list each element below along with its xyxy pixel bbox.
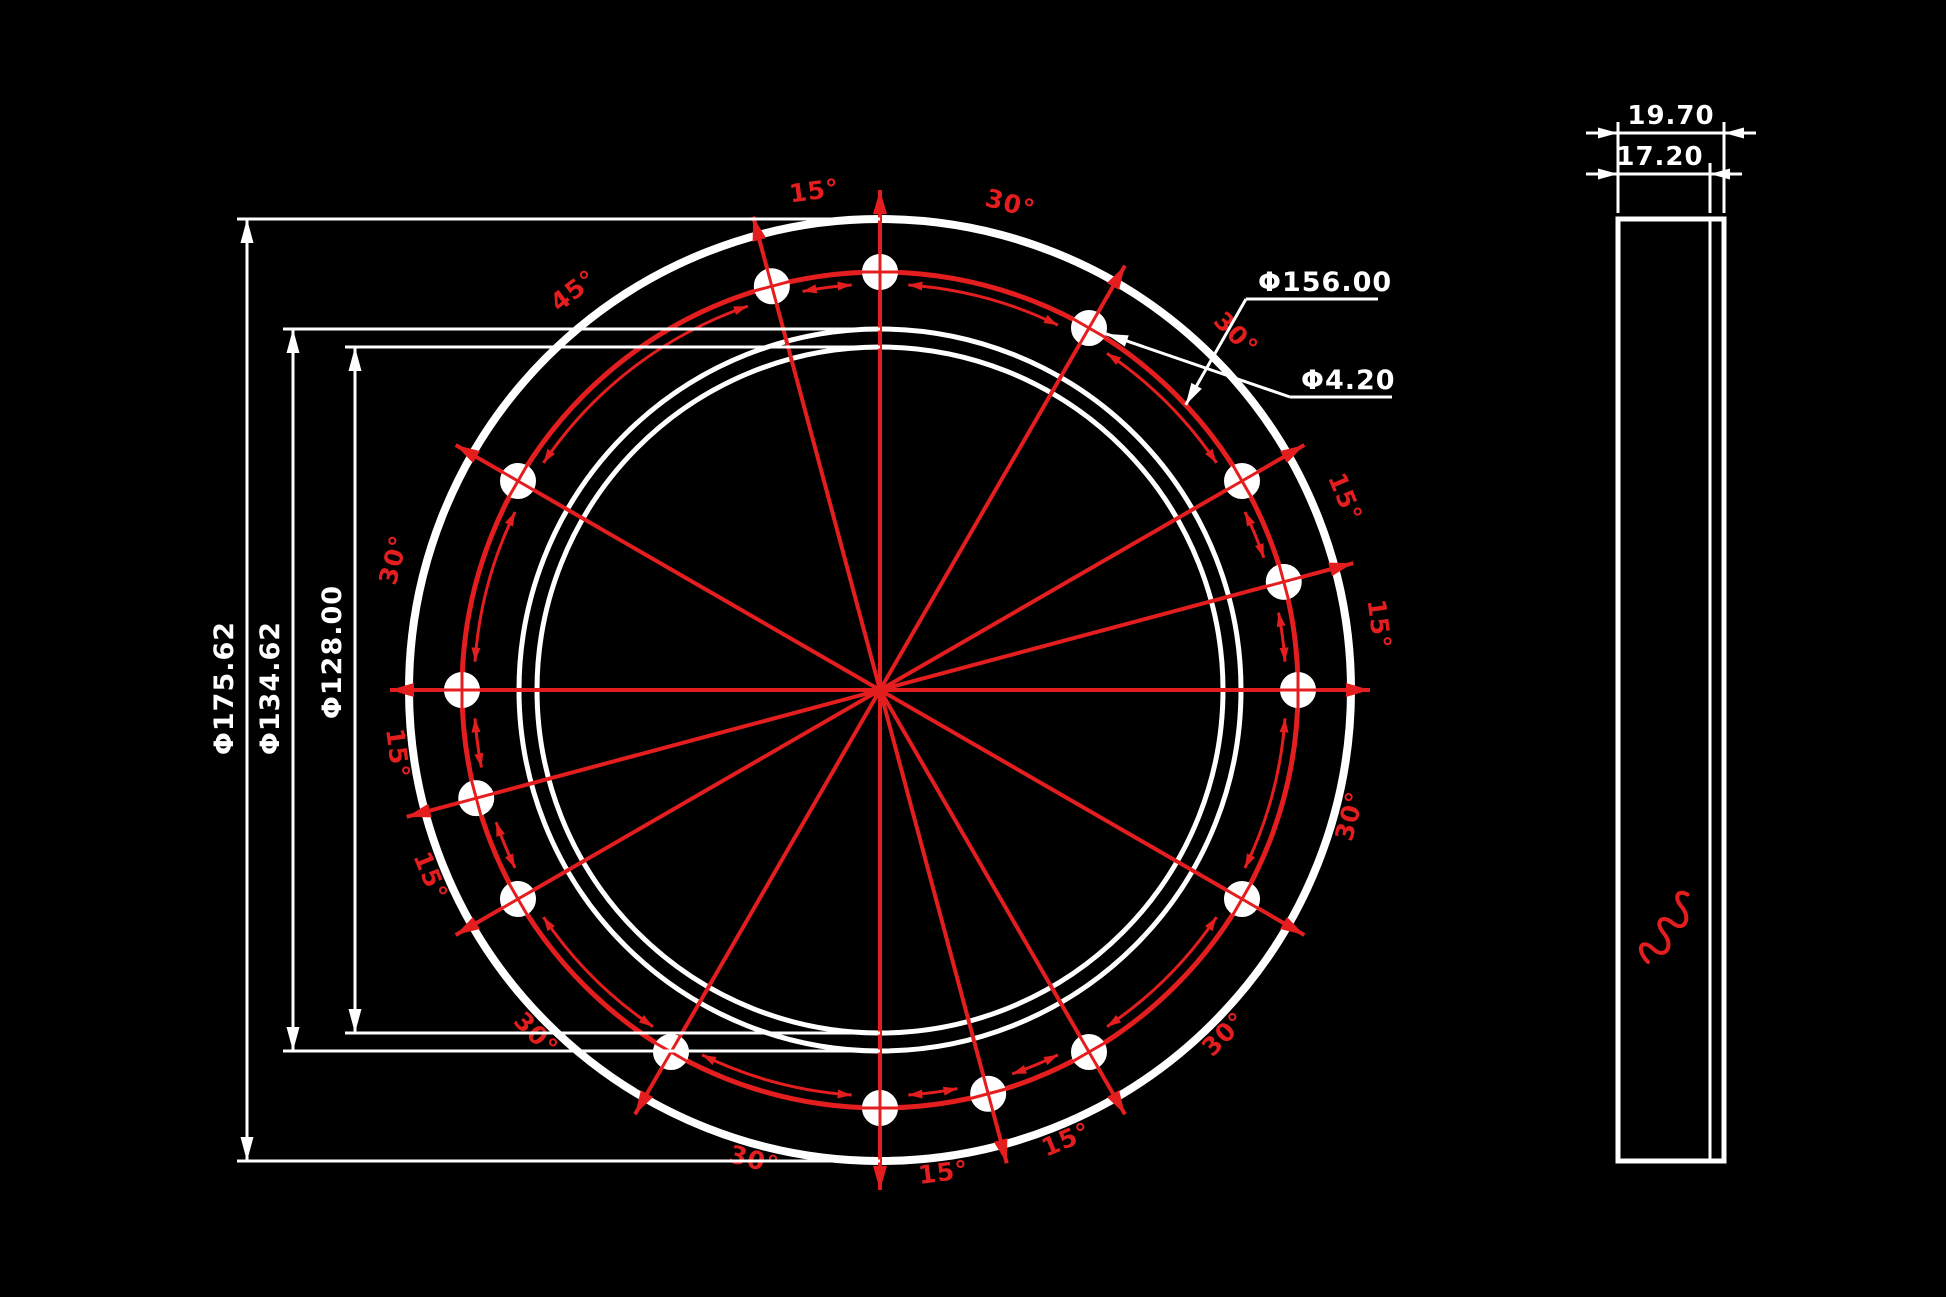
bolt-circle-dim-label: Φ156.00 [1258, 267, 1392, 298]
dim-arrowhead [348, 1009, 362, 1033]
angle-label: 15° [1322, 469, 1368, 527]
side-profile-outline [1615, 216, 1727, 1164]
angle-label: 15° [1037, 1116, 1095, 1162]
angle-arc-arrowhead [1279, 647, 1289, 662]
angle-arc-arrowhead [702, 1054, 717, 1066]
radial-arrowhead [1106, 265, 1125, 290]
hole-crosshair [1064, 312, 1114, 344]
hole-crosshair [502, 874, 534, 924]
diameter-dim-label: Φ128.00 [317, 585, 348, 719]
dim-arrowhead [1710, 168, 1730, 180]
angle-arc-arrowhead [543, 448, 555, 463]
angle-arc-arrowhead [1276, 612, 1286, 628]
leader-arrowhead [1106, 333, 1129, 347]
radial-arrowhead [1280, 445, 1305, 464]
radial-arrowhead [390, 683, 414, 697]
angle-arc-arrowhead [504, 853, 516, 868]
radial-arrowhead [455, 916, 480, 935]
diameter-dim-label: Φ175.62 [209, 621, 240, 755]
radial-arrowhead [635, 1090, 654, 1115]
angle-label: 30° [982, 183, 1038, 224]
angle-arc-arrowhead [1107, 1015, 1122, 1027]
angle-dim-arc [701, 1053, 852, 1097]
dim-arrowhead [348, 347, 362, 371]
dim-arrowhead [286, 329, 300, 353]
leader-arrowhead [1185, 382, 1202, 405]
angle-arc-arrowhead [908, 1089, 923, 1099]
angle-arc-arrowhead [638, 1015, 653, 1027]
angle-arc-arrowhead [1205, 917, 1217, 932]
angle-arc-arrowhead [474, 752, 484, 768]
angle-arc-arrowhead [837, 1089, 852, 1099]
hole-dim-label: Φ4.20 [1301, 365, 1396, 396]
angle-arc-arrowhead [802, 284, 818, 294]
angle-arc-arrowhead [1244, 853, 1256, 868]
angle-arc-arrowhead [1279, 718, 1289, 733]
hole-crosshair [502, 456, 534, 506]
angle-dim-arc [473, 511, 517, 662]
angle-arc-arrowhead [471, 718, 481, 733]
dim-arrowhead [240, 1137, 254, 1161]
step-dim-label: 17.20 [1616, 142, 1703, 172]
angle-arc-arrowhead [1012, 1065, 1027, 1074]
thickness-dim-label: 19.70 [1627, 101, 1714, 131]
angle-arc-arrowhead [733, 306, 748, 315]
angle-label: 15° [408, 847, 454, 905]
angle-dim-arc [1106, 916, 1218, 1028]
angle-arc-arrowhead [942, 1086, 958, 1096]
angle-arc-arrowhead [1107, 353, 1122, 365]
angle-arc-arrowhead [543, 917, 555, 932]
angle-arc-arrowhead [837, 281, 852, 291]
hole-crosshair [1226, 874, 1258, 924]
radial-arrowhead [406, 803, 432, 818]
angle-label: 15° [380, 727, 415, 781]
angle-label: 15° [787, 173, 841, 208]
angle-arc-arrowhead [1244, 512, 1256, 527]
angle-arc-arrowhead [1043, 1054, 1058, 1066]
angle-dim-arc [908, 283, 1059, 327]
angle-dim-arc [542, 916, 654, 1028]
radial-arrowhead [993, 1138, 1008, 1164]
angle-arc-arrowhead [504, 512, 516, 527]
hole-crosshair [467, 770, 485, 826]
angle-arc-arrowhead [1205, 448, 1217, 463]
angle-dim-arc [1106, 352, 1218, 464]
angle-label: 15° [1362, 597, 1397, 651]
brand-logo-mark [1638, 890, 1690, 964]
radial-arrowhead [1346, 683, 1370, 697]
hole-crosshair [960, 1085, 1016, 1103]
dim-arrowhead [1724, 127, 1744, 139]
dim-arrowhead [240, 219, 254, 243]
dim-arrowhead [1598, 127, 1618, 139]
radial-arrowhead [873, 190, 887, 214]
angle-arc-arrowhead [496, 822, 505, 837]
hole-crosshair [1064, 1036, 1114, 1068]
dim-arrowhead [286, 1027, 300, 1051]
hole-crosshair [1275, 554, 1293, 610]
angle-arc-arrowhead [1255, 543, 1264, 558]
angle-label: 45° [545, 264, 603, 318]
angle-arc-arrowhead [1043, 314, 1058, 326]
radial-arrowhead [455, 445, 480, 464]
radial-arrowhead [1328, 562, 1354, 577]
angle-arc-arrowhead [908, 281, 923, 291]
angle-label: 30° [1196, 1006, 1252, 1062]
side-view: 19.70 17.20 [1586, 101, 1756, 1164]
angle-label: 15° [917, 1155, 971, 1190]
radial-arrowhead [1280, 916, 1305, 935]
front-view: 30°30°15°15°30°30°15°15°30°30°15°15°30°4… [209, 173, 1397, 1190]
angle-dim-arc [1243, 718, 1287, 869]
angle-dim-arc [542, 304, 749, 464]
radial-arrowhead [873, 1166, 887, 1190]
diameter-dim-label: Φ134.62 [255, 621, 286, 755]
radial-arrowhead [1106, 1090, 1125, 1115]
hole-crosshair [744, 277, 800, 295]
leader-line [1105, 332, 1291, 399]
radial-arrowhead [752, 216, 767, 242]
dim-arrowhead [1598, 168, 1618, 180]
hole-crosshair [1226, 456, 1258, 506]
angle-arc-arrowhead [471, 647, 481, 662]
angle-label: 30° [373, 532, 414, 588]
